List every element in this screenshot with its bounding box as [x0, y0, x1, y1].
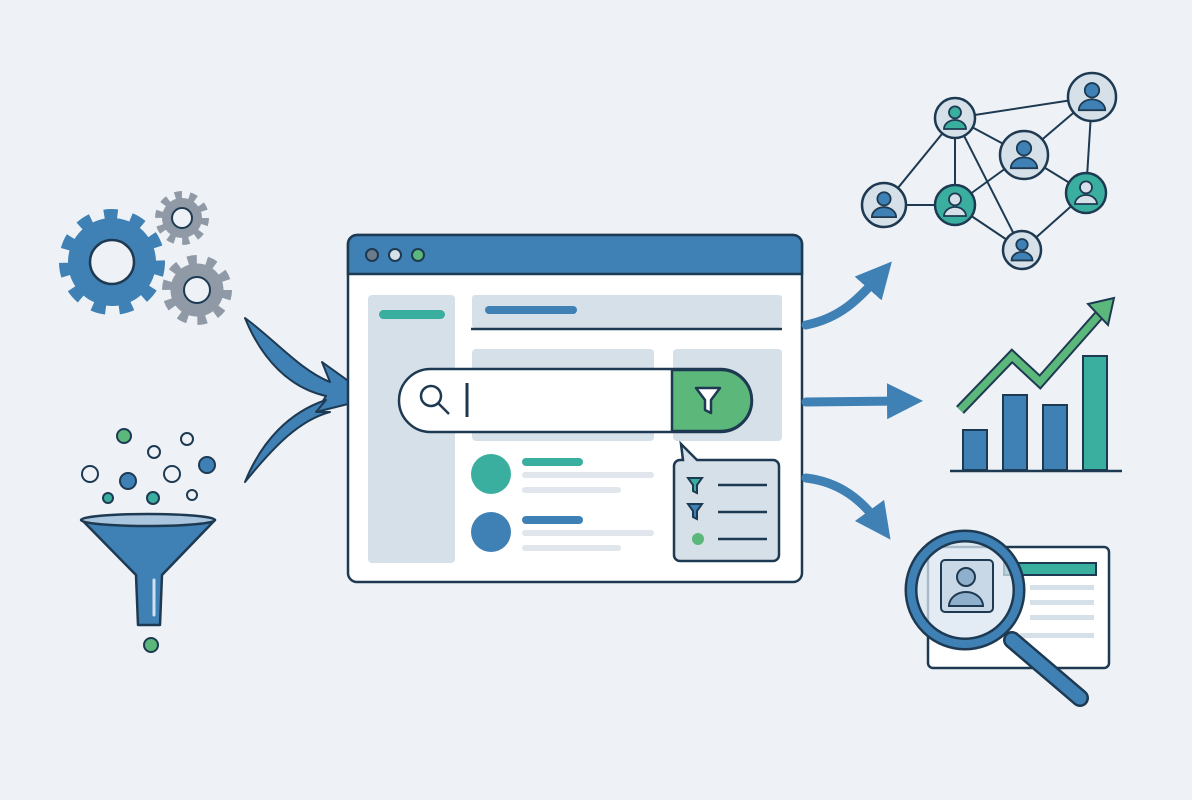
trend-arrowhead — [1086, 296, 1116, 328]
profile-avatar-icon — [940, 559, 994, 613]
trend-line — [957, 311, 1103, 413]
large-gear-icon — [59, 209, 165, 315]
funnel-icon — [79, 428, 217, 653]
magnifier-profile-icon — [904, 529, 1111, 707]
title-bar — [346, 233, 804, 276]
bar-chart-icon — [950, 296, 1122, 473]
header-title-line — [485, 306, 577, 314]
network-node-user-icon — [998, 129, 1050, 181]
network-node-user-icon — [1066, 71, 1118, 123]
network-node-user-icon — [1001, 229, 1043, 271]
filter-popover — [672, 440, 781, 563]
search-icon — [419, 384, 450, 415]
window-maximize-dot[interactable] — [411, 248, 425, 262]
network-edges — [883, 96, 1093, 251]
search-bar[interactable] — [397, 367, 754, 434]
funnel-particles — [81, 428, 216, 505]
magnifier-lens — [907, 532, 1023, 648]
sidebar-panel — [368, 295, 455, 563]
arrow-to-chart — [801, 383, 923, 420]
arrow-from-gears — [244, 317, 373, 413]
network-node-user-icon — [1064, 171, 1108, 215]
arrow-from-funnel — [244, 399, 331, 483]
filter-option[interactable] — [686, 477, 767, 495]
list-item[interactable] — [471, 512, 654, 552]
filter-option[interactable] — [692, 533, 767, 545]
small-gear-icon — [155, 191, 209, 245]
gears-icon — [59, 191, 232, 325]
funnel-output-drop — [143, 637, 159, 653]
window-minimize-dot[interactable] — [388, 248, 402, 262]
outgoing-arrows — [801, 261, 923, 540]
network-node-user-icon — [860, 181, 908, 229]
list-item[interactable] — [471, 454, 654, 494]
filter-option[interactable] — [686, 503, 767, 521]
window-close-dot[interactable] — [365, 248, 379, 262]
network-node-user-icon — [933, 96, 977, 140]
arrow-to-search-profile — [801, 473, 891, 540]
medium-gear-icon — [162, 255, 232, 325]
header-bar — [472, 295, 782, 328]
filter-icon — [694, 386, 722, 415]
sidebar-item[interactable] — [379, 310, 445, 319]
network-node-user-icon — [933, 183, 977, 227]
incoming-arrows — [244, 317, 373, 483]
network-icon — [860, 71, 1118, 271]
arrow-to-network — [801, 261, 892, 330]
magnifier-handle — [1005, 633, 1087, 705]
